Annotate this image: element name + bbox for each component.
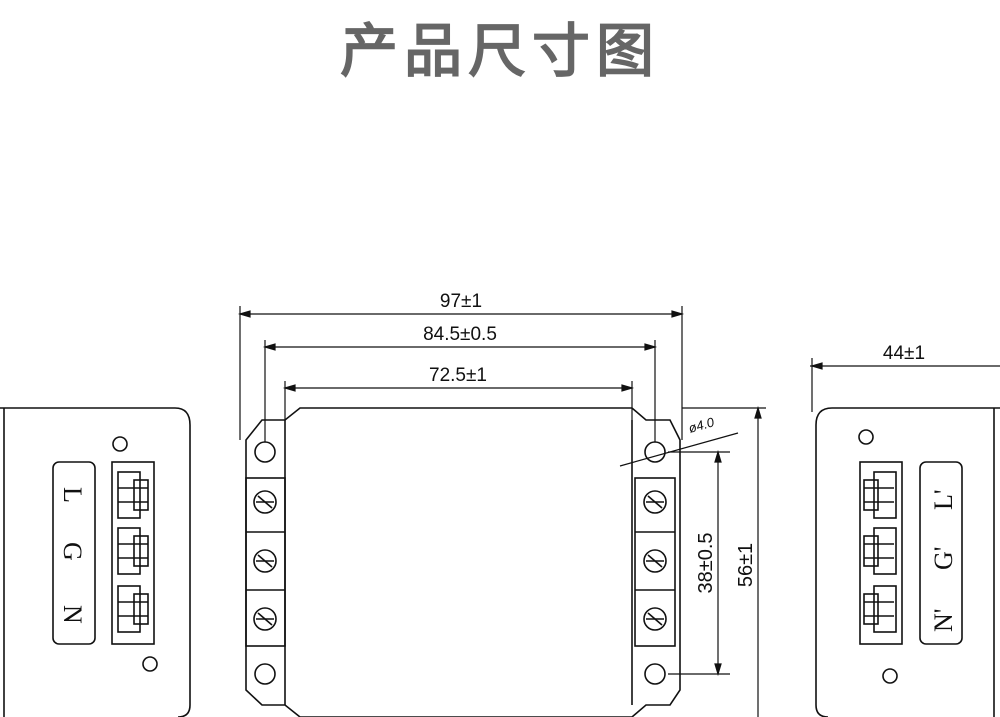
terminal-block: [859, 461, 903, 645]
dim-height: 44±1: [883, 343, 925, 364]
dimension-line-height: [809, 358, 1000, 412]
mount-hole-icon: [254, 441, 276, 463]
terminal-label-box: [919, 461, 963, 645]
terminal-screw-icon: [117, 585, 149, 633]
dim-hole-diameter: ø4.0: [687, 414, 717, 436]
terminal-label-n-out: N': [929, 609, 958, 632]
hole-diameter-leader: [619, 432, 739, 467]
mount-hole-icon: [644, 441, 666, 463]
mount-hole-icon: [644, 663, 666, 685]
terminal-screw-icon: [117, 527, 149, 575]
terminal-label-l: L: [58, 487, 87, 503]
dimension-line-holes: [262, 340, 658, 442]
mount-hole-icon: [142, 656, 158, 672]
dim-hole-spacing: 84.5±0.5: [423, 324, 497, 345]
terminal-screw-icon: [253, 490, 277, 514]
terminal-screw-icon: [643, 490, 667, 514]
dimension-line-overall: [237, 306, 685, 440]
terminal-label-n: N: [58, 605, 87, 624]
terminal-screw-icon: [863, 527, 897, 575]
dimension-labels: 97±1 84.5±0.5 72.5±1 ø4.0 38±0.5 56±1 44…: [423, 291, 925, 594]
terminal-label-g-out: G': [929, 547, 958, 570]
terminal-screw-icon: [863, 471, 897, 519]
right-side-view: L' G' N': [809, 358, 1000, 717]
terminal-label-box: [52, 461, 96, 645]
terminal-label-l-out: L': [929, 489, 958, 510]
page-title: 产品尺寸图: [339, 17, 660, 85]
mount-hole-icon: [254, 663, 276, 685]
terminal-screw-icon: [117, 471, 149, 519]
terminal-block: [111, 461, 155, 645]
dimension-line-body: [282, 381, 635, 420]
terminal-block: [245, 477, 286, 647]
dim-width: 56±1: [735, 543, 757, 587]
dim-terminal-span: 38±0.5: [695, 532, 717, 593]
terminal-screw-icon: [253, 607, 277, 631]
dim-body-length: 72.5±1: [429, 365, 487, 386]
left-side-view: L G N: [0, 407, 191, 717]
mount-hole-icon: [882, 668, 898, 684]
terminal-labels-input: L G N: [58, 487, 87, 624]
terminal-labels-output: L' G' N': [929, 489, 958, 632]
mount-hole-icon: [858, 429, 874, 445]
front-view: [237, 306, 766, 717]
dim-overall-length: 97±1: [440, 291, 482, 312]
dimension-line-terminal-span: [668, 449, 730, 677]
terminal-label-g: G: [58, 542, 87, 561]
terminal-screw-icon: [253, 549, 277, 573]
terminal-screw-icon: [863, 585, 897, 633]
dimension-line-width: [682, 405, 766, 717]
terminal-block: [634, 477, 676, 647]
mount-hole-icon: [112, 436, 128, 452]
terminal-screw-icon: [643, 607, 667, 631]
terminal-screw-icon: [643, 549, 667, 573]
